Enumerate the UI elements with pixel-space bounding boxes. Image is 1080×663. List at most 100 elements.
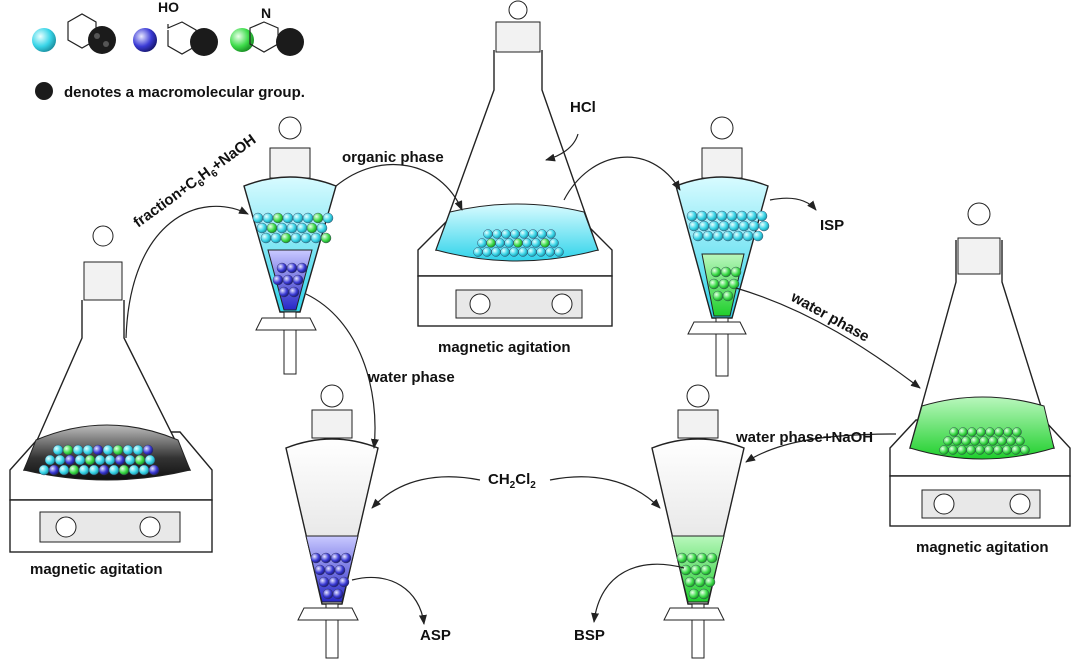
molecule-sphere [72,444,84,456]
molecule-sphere [290,232,302,244]
molecule-sphere [728,278,740,290]
molecule-sphere [546,229,556,239]
molecule-sphere [124,454,136,466]
molecule-sphere [549,238,559,248]
molecule-sphere [286,262,298,274]
arrow-hcl [545,133,579,162]
molecule-sphere [500,247,510,257]
molecule-sphere [322,588,334,600]
molecule-sphere [967,427,977,437]
stirrer-knob-icon [139,516,161,538]
arrow-water-phase-1 [305,293,379,449]
molecule-sphere [84,454,96,466]
water-phase-naoh-label: water phase+NaOH [735,429,873,446]
molecule-sphere [696,552,708,564]
molecule-sphere [957,445,967,455]
molecule-sphere [949,427,959,437]
bsp-label: BSP [574,627,605,644]
molecule-sphere [952,436,962,446]
molecule-sphere [52,444,64,456]
molecule-sphere [310,552,322,564]
molecule-sphere [504,238,514,248]
molecule-sphere [746,210,758,222]
molecule-sphere [545,247,555,257]
molecule-sphere [704,576,716,588]
macromolecule-blob-icon [190,28,218,56]
molecule-sphere [102,444,114,456]
separatory-funnel-4 [651,384,745,659]
molecule-sphere [509,247,519,257]
molecule-sphere [492,229,502,239]
molecule-sphere [486,238,496,248]
molecule-sphere [501,229,511,239]
molecule-sphere [320,232,332,244]
molecule-sphere [270,232,282,244]
molecule-sphere [984,445,994,455]
molecule-sphere [316,222,328,234]
molecule-sphere [748,220,760,232]
molecule-sphere [280,232,292,244]
molecule-sphere [148,464,160,476]
legend: HO N denotes a macromolecular group. [32,0,305,101]
molecule-sphere [688,220,700,232]
molecule-sphere [948,445,958,455]
top-stirrer-setup: magnetic agitation [417,0,613,356]
molecule-sphere [708,278,720,290]
molecule-sphere [310,232,322,244]
molecule-sphere [260,232,272,244]
macromolecule-blob-icon [276,28,304,56]
molecule-sphere [62,444,74,456]
molecule-sphere [132,444,144,456]
arrow-water-naoh [745,433,897,463]
molecule-sphere [122,444,134,456]
molecule-sphere [698,588,710,600]
molecule-sphere [752,230,764,242]
molecule-sphere [128,464,140,476]
separatory-funnel-1 [243,116,337,375]
molecule-sphere [1015,436,1025,446]
molecule-sphere [522,238,532,248]
molecule-sphere [756,210,768,222]
water-phase-label-1: water phase [367,369,455,386]
molecule-sphere [1011,445,1021,455]
stirrer-knob-icon [933,493,955,515]
nitrogen-label: N [261,5,271,21]
molecule-sphere [694,576,706,588]
neutral-sphere-icon [32,28,56,52]
molecule-sphere [292,274,304,286]
molecule-sphere [328,576,340,588]
ch2cl2-label: CH2Cl2 [488,471,536,491]
molecule-sphere [993,445,1003,455]
molecule-sphere [482,247,492,257]
arrow-ch2cl2-left [371,476,481,509]
molecule-sphere [688,588,700,600]
agitation-label-top: magnetic agitation [438,339,571,356]
molecule-sphere [78,464,90,476]
molecule-sphere [138,464,150,476]
molecule-sphere [104,454,116,466]
molecule-sphere [114,454,126,466]
water-phase-label-2: water phase [787,288,872,345]
molecule-sphere [518,247,528,257]
molecule-sphere [716,210,728,222]
molecule-sphere [252,212,264,224]
hydroxyl-label: HO [158,0,179,15]
molecule-sphere [939,445,949,455]
molecule-sphere [320,552,332,564]
molecule-sphere [473,247,483,257]
molecule-sphere [300,232,312,244]
molecule-sphere [495,238,505,248]
legend-note: denotes a macromolecular group. [64,84,305,101]
isp-label: ISP [820,217,844,234]
molecule-sphere [736,210,748,222]
molecule-sphere [1020,445,1030,455]
molecule-sphere [282,212,294,224]
hcl-label: HCl [570,99,596,116]
molecule-sphere [700,564,712,576]
molecule-sphere [722,230,734,242]
stopper-icon [710,116,734,140]
molecule-sphere [680,564,692,576]
arrow-top-to-funnel2 [563,156,681,201]
molecule-sphere [988,436,998,446]
